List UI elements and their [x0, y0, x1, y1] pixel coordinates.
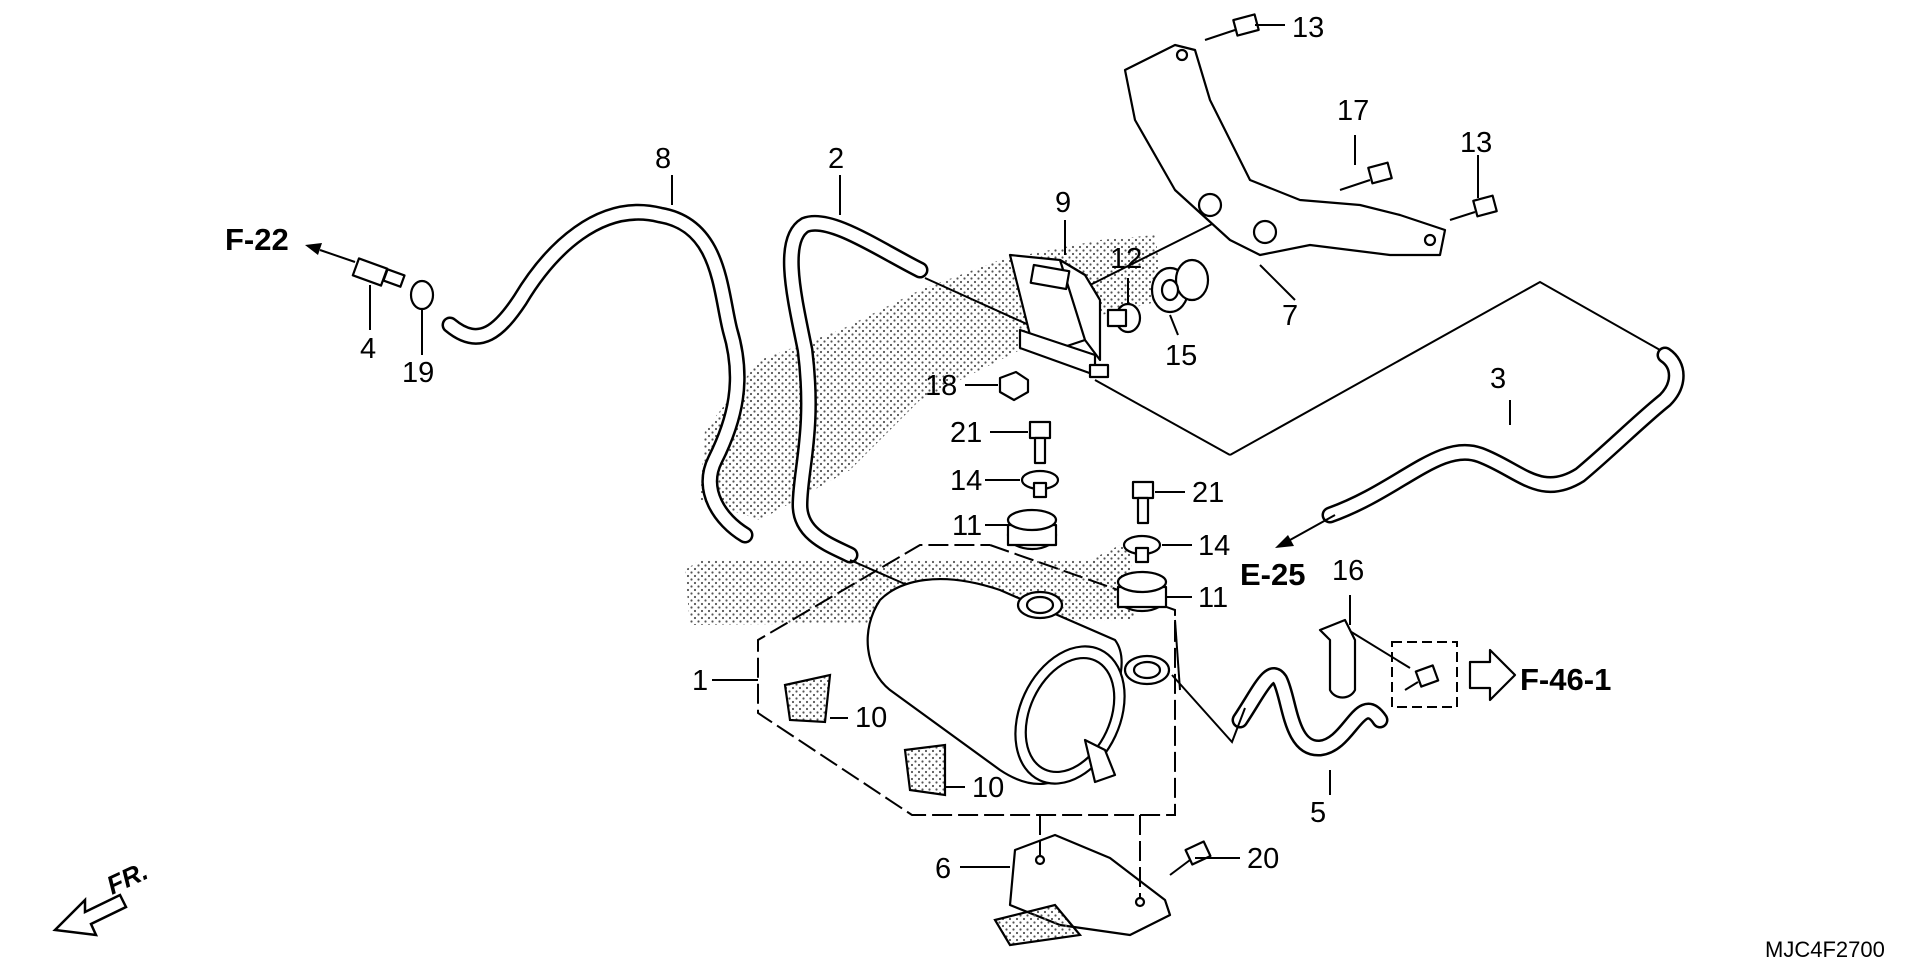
callout-9: 9: [1055, 187, 1071, 219]
callout-21b: 21: [1192, 477, 1224, 509]
reference-f-22: F-22: [225, 222, 289, 257]
callout-10a: 10: [855, 702, 887, 734]
joint-4: [351, 257, 406, 288]
front-label: FR.: [102, 856, 153, 901]
callout-18: 18: [925, 370, 957, 402]
callout-13a: 13: [1292, 12, 1324, 44]
callout-2: 2: [828, 143, 844, 175]
callout-20: 20: [1247, 843, 1279, 875]
front-arrow-icon: [52, 893, 128, 937]
callout-19: 19: [402, 357, 434, 389]
callout-17: 17: [1337, 95, 1369, 127]
hose-2: [782, 214, 929, 564]
bolt-17: [1339, 161, 1393, 191]
callout-7: 7: [1282, 300, 1298, 332]
callout-13b: 13: [1460, 127, 1492, 159]
grommet-11: [1006, 508, 1168, 613]
grommet-15: [1150, 258, 1210, 314]
reference-e-25: E-25: [1240, 557, 1305, 592]
bolt-13-right: [1449, 194, 1498, 221]
callout-16: 16: [1332, 555, 1364, 587]
diagram-code: MJC4F2700: [1765, 937, 1885, 960]
solenoid-valve-9: [1008, 253, 1110, 379]
callout-3: 3: [1490, 363, 1506, 395]
hose-8: [441, 203, 754, 544]
callout-8: 8: [655, 143, 671, 175]
nut-18: [998, 370, 1030, 402]
callout-21a: 21: [950, 417, 982, 449]
collar-12: [1106, 302, 1142, 334]
callouts: 1 2 3 4 5 6 7 8 9 10 10 11 11 12 13 13 1…: [360, 12, 1506, 885]
callout-15: 15: [1165, 340, 1197, 372]
callout-6: 6: [935, 853, 951, 885]
canister-group-outline: [757, 544, 1176, 816]
canister-1: [866, 578, 1171, 786]
references: F-22 E-25 F-46-1: [225, 222, 1611, 697]
callout-14a: 14: [950, 465, 982, 497]
callout-11b: 11: [1198, 582, 1228, 614]
collar-14: [1020, 469, 1162, 564]
clamp-16: [1318, 618, 1357, 699]
hose-5: [1231, 667, 1389, 757]
callout-14b: 14: [1198, 530, 1230, 562]
callout-4: 4: [360, 333, 376, 365]
leader-lines: [369, 24, 1511, 868]
clip-19: [409, 279, 435, 311]
callout-10b: 10: [972, 772, 1004, 804]
hose-3: [1321, 346, 1685, 524]
bolt-21: [1028, 420, 1155, 525]
bolt-13-top: [1204, 13, 1260, 41]
callout-12: 12: [1110, 243, 1142, 275]
callout-11a: 11: [952, 510, 982, 542]
front-arrow: FR.: [52, 856, 153, 937]
connection-lines: [849, 214, 1661, 744]
bracket-6: [993, 815, 1172, 947]
callout-5: 5: [1310, 797, 1326, 829]
pad-10: [783, 673, 947, 797]
callout-1: 1: [692, 665, 708, 697]
reference-bolt-box: [1391, 641, 1458, 708]
arrows: [305, 243, 1517, 702]
reference-f-46-1: F-46-1: [1520, 662, 1611, 697]
bracket-7: [1123, 43, 1447, 257]
